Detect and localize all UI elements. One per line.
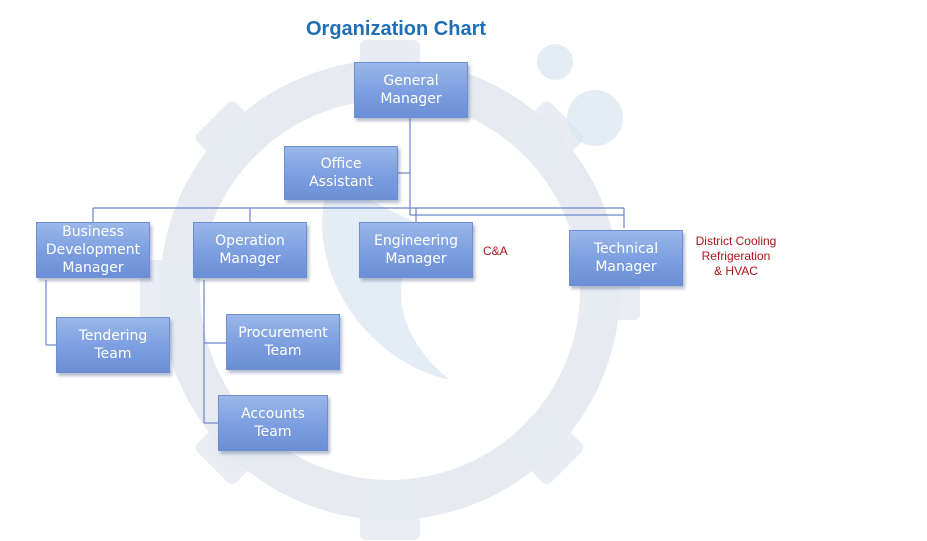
technical-note-line3: & HVAC [714,264,758,278]
tendering-team-box: Tendering Team [56,317,170,373]
technical-note-line2: Refrigeration [701,249,771,263]
technical-note-line1: District Cooling [695,234,777,248]
engineering-manager-box: Engineering Manager [359,222,473,278]
accounts-team-box: Accounts Team [218,395,328,451]
general-manager-box: General Manager [354,62,468,118]
office-assistant-box: Office Assistant [284,146,398,200]
procurement-team-box: Procurement Team [226,314,340,370]
engineering-note: C&A [483,244,508,258]
technical-manager-box: Technical Manager [569,230,683,286]
operation-manager-box: Operation Manager [193,222,307,278]
business-development-manager-box: Business Development Manager [36,222,150,278]
page-title: Organization Chart [306,18,487,40]
